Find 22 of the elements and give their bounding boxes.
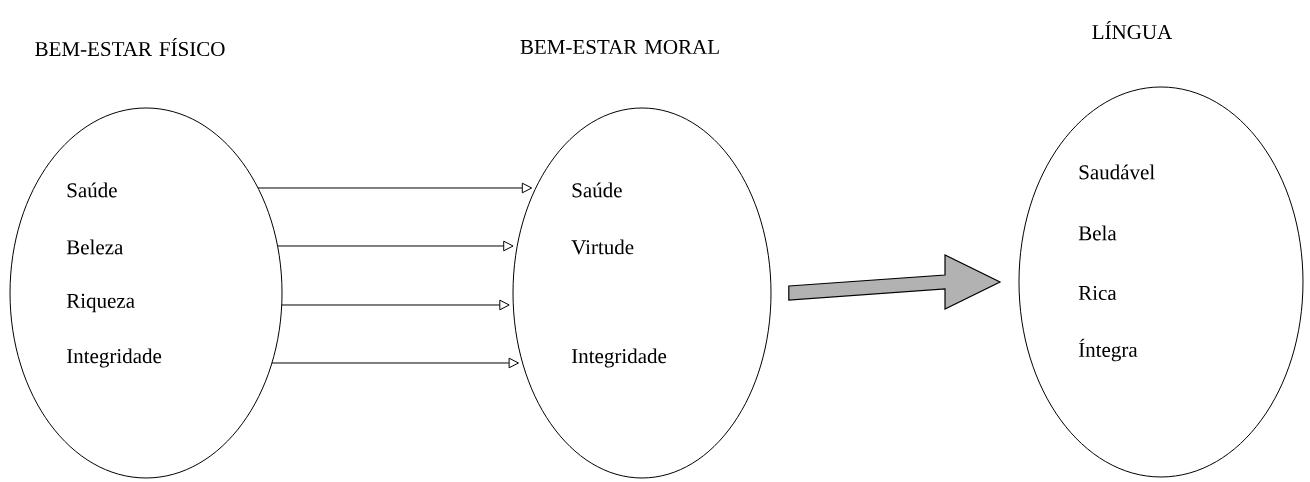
arrow [257, 182, 533, 194]
arrow [281, 299, 510, 311]
ellipse [1018, 20, 1304, 478]
item-label: Saudável [1079, 164, 1155, 180]
item-label: Integridade [571, 348, 667, 368]
item-label: Bela [1078, 225, 1117, 241]
item-label: Saúde [67, 182, 117, 198]
ellipse [9, 37, 283, 479]
block-arrow [788, 254, 1002, 310]
item-label: Saúde [572, 182, 622, 198]
arrow [271, 357, 519, 369]
item-label: Beleza [66, 239, 124, 255]
heading: BEM-ESTAR FÍSICO [35, 37, 225, 57]
item-label: Integridade [66, 348, 162, 368]
item-label: Rica [1078, 285, 1117, 301]
ellipse [512, 39, 772, 479]
arrow [277, 240, 514, 252]
item-label: Íntegra [1078, 338, 1138, 362]
item-label: Virtude [571, 239, 634, 255]
heading: BEM-ESTAR MORAL [520, 39, 719, 55]
item-label: Riqueza [66, 293, 135, 313]
heading: LÍNGUA [1092, 20, 1173, 40]
